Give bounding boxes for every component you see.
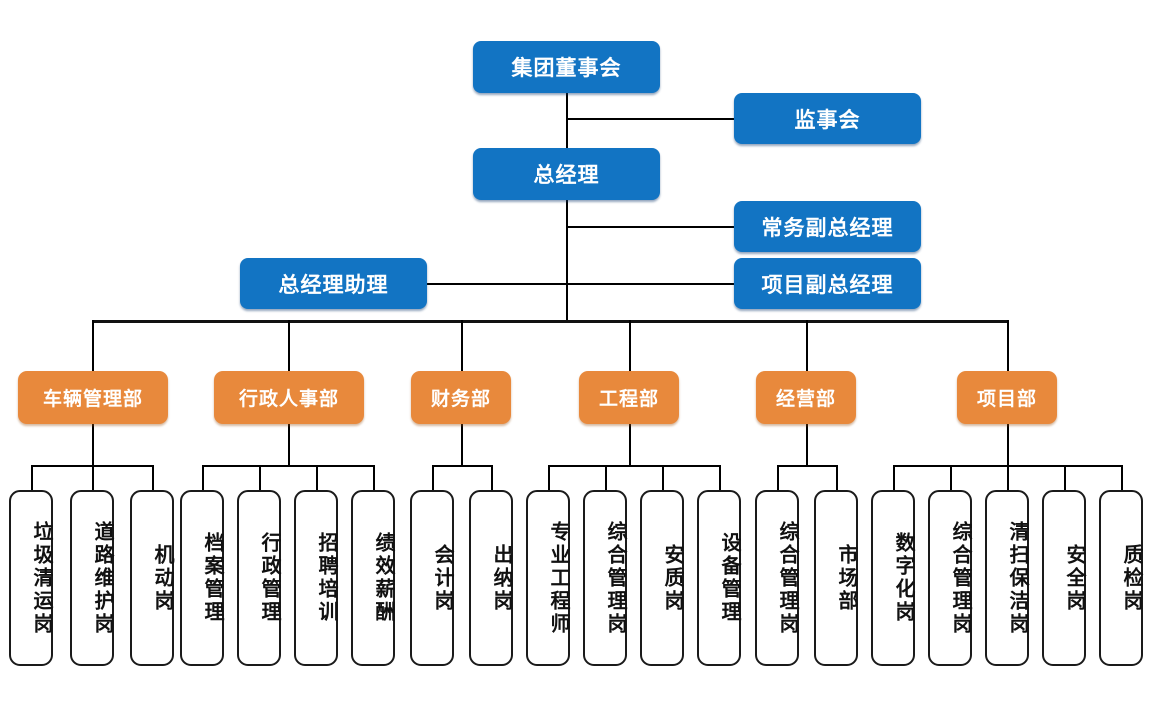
connector-dept4-drop-3 xyxy=(662,465,664,491)
node-general-manager[interactable]: 总经理 xyxy=(473,148,660,200)
connector-dept6-drop-4 xyxy=(1064,465,1066,491)
node-executive-deputy-gm[interactable]: 常务副总经理 xyxy=(734,201,921,252)
connector-bus-to-dept-4 xyxy=(629,320,631,372)
node-position-accounting[interactable]: 会计岗 xyxy=(410,490,454,666)
connector-bus-to-dept-3 xyxy=(461,320,463,372)
node-position-administrative-management[interactable]: 行政管理 xyxy=(237,490,281,666)
connector-dept2-drop-4 xyxy=(373,465,375,491)
node-position-waste-transport[interactable]: 垃圾清运岗 xyxy=(9,490,53,666)
connector-dept6-stem xyxy=(1007,424,1009,466)
connector-dept6-drop-3 xyxy=(1007,465,1009,491)
connector-dept4-drop-2 xyxy=(605,465,607,491)
connector-gm-assistant xyxy=(425,283,567,285)
connector-dept6-drop-1 xyxy=(893,465,895,491)
connector-dept2-stem xyxy=(288,424,290,466)
connector-dept2-drop-2 xyxy=(259,465,261,491)
connector-dept1-stem xyxy=(92,424,94,466)
node-position-professional-engineer[interactable]: 专业工程师 xyxy=(526,490,570,666)
connector-dept2-drop-3 xyxy=(316,465,318,491)
connector-gm-to-project-deputy xyxy=(566,283,734,285)
connector-dept4-drop-4 xyxy=(719,465,721,491)
node-position-archive-management[interactable]: 档案管理 xyxy=(180,490,224,666)
connector-board-to-supervisory xyxy=(566,118,734,120)
connector-dept1-drop-2 xyxy=(92,465,94,491)
node-department-engineering[interactable]: 工程部 xyxy=(579,371,679,424)
connector-dept4-drop-1 xyxy=(548,465,550,491)
department-bus xyxy=(92,320,1009,323)
node-position-performance-compensation[interactable]: 绩效薪酬 xyxy=(351,490,395,666)
node-position-safety-quality[interactable]: 安质岗 xyxy=(640,490,684,666)
node-position-equipment-management[interactable]: 设备管理 xyxy=(697,490,741,666)
node-position-mobile-duty[interactable]: 机动岗 xyxy=(130,490,174,666)
connector-bus-to-dept-5 xyxy=(806,320,808,372)
connector-dept3-stem xyxy=(461,424,463,466)
connector-dept6-drop-5 xyxy=(1121,465,1123,491)
connector-bus-to-dept-1 xyxy=(92,320,94,372)
node-project-deputy-gm[interactable]: 项目副总经理 xyxy=(734,258,921,309)
node-gm-assistant[interactable]: 总经理助理 xyxy=(240,258,427,309)
connector-dept4-stem xyxy=(629,424,631,466)
node-position-eng-general-management[interactable]: 综合管理岗 xyxy=(583,490,627,666)
node-department-vehicle[interactable]: 车辆管理部 xyxy=(18,371,168,424)
connector-gm-to-executive-deputy xyxy=(566,226,734,228)
node-department-finance[interactable]: 财务部 xyxy=(411,371,511,424)
node-position-digitalization[interactable]: 数字化岗 xyxy=(871,490,915,666)
node-position-road-maintenance[interactable]: 道路维护岗 xyxy=(70,490,114,666)
connector-bus-to-dept-6 xyxy=(1007,320,1009,372)
node-position-quality-inspection[interactable]: 质检岗 xyxy=(1099,490,1143,666)
connector-dept3-drop-1 xyxy=(432,465,434,491)
connector-dept3-bus xyxy=(432,465,492,467)
node-board[interactable]: 集团董事会 xyxy=(473,41,660,93)
connector-dept2-drop-1 xyxy=(202,465,204,491)
node-supervisory-board[interactable]: 监事会 xyxy=(734,93,921,144)
connector-bus-to-dept-2 xyxy=(288,320,290,372)
node-position-safety[interactable]: 安全岗 xyxy=(1042,490,1086,666)
connector-board-to-gm xyxy=(566,93,568,148)
node-position-recruitment-training[interactable]: 招聘培训 xyxy=(294,490,338,666)
node-department-admin-hr[interactable]: 行政人事部 xyxy=(214,371,364,424)
connector-dept5-stem xyxy=(806,424,808,466)
node-position-ops-general-management[interactable]: 综合管理岗 xyxy=(755,490,799,666)
node-department-project[interactable]: 项目部 xyxy=(957,371,1057,424)
node-department-operations[interactable]: 经营部 xyxy=(756,371,856,424)
connector-dept3-drop-2 xyxy=(491,465,493,491)
node-position-cashier[interactable]: 出纳岗 xyxy=(469,490,513,666)
connector-dept4-bus xyxy=(548,465,720,467)
connector-dept6-drop-2 xyxy=(950,465,952,491)
connector-dept1-drop-3 xyxy=(152,465,154,491)
connector-dept5-drop-1 xyxy=(777,465,779,491)
node-position-market-division[interactable]: 市场部 xyxy=(814,490,858,666)
connector-dept5-drop-2 xyxy=(836,465,838,491)
connector-dept5-bus xyxy=(777,465,837,467)
connector-gm-trunk xyxy=(566,200,568,322)
connector-dept2-bus xyxy=(202,465,374,467)
node-position-cleaning-sanitation[interactable]: 清扫保洁岗 xyxy=(985,490,1029,666)
node-position-proj-general-management[interactable]: 综合管理岗 xyxy=(928,490,972,666)
connector-dept1-drop-1 xyxy=(31,465,33,491)
